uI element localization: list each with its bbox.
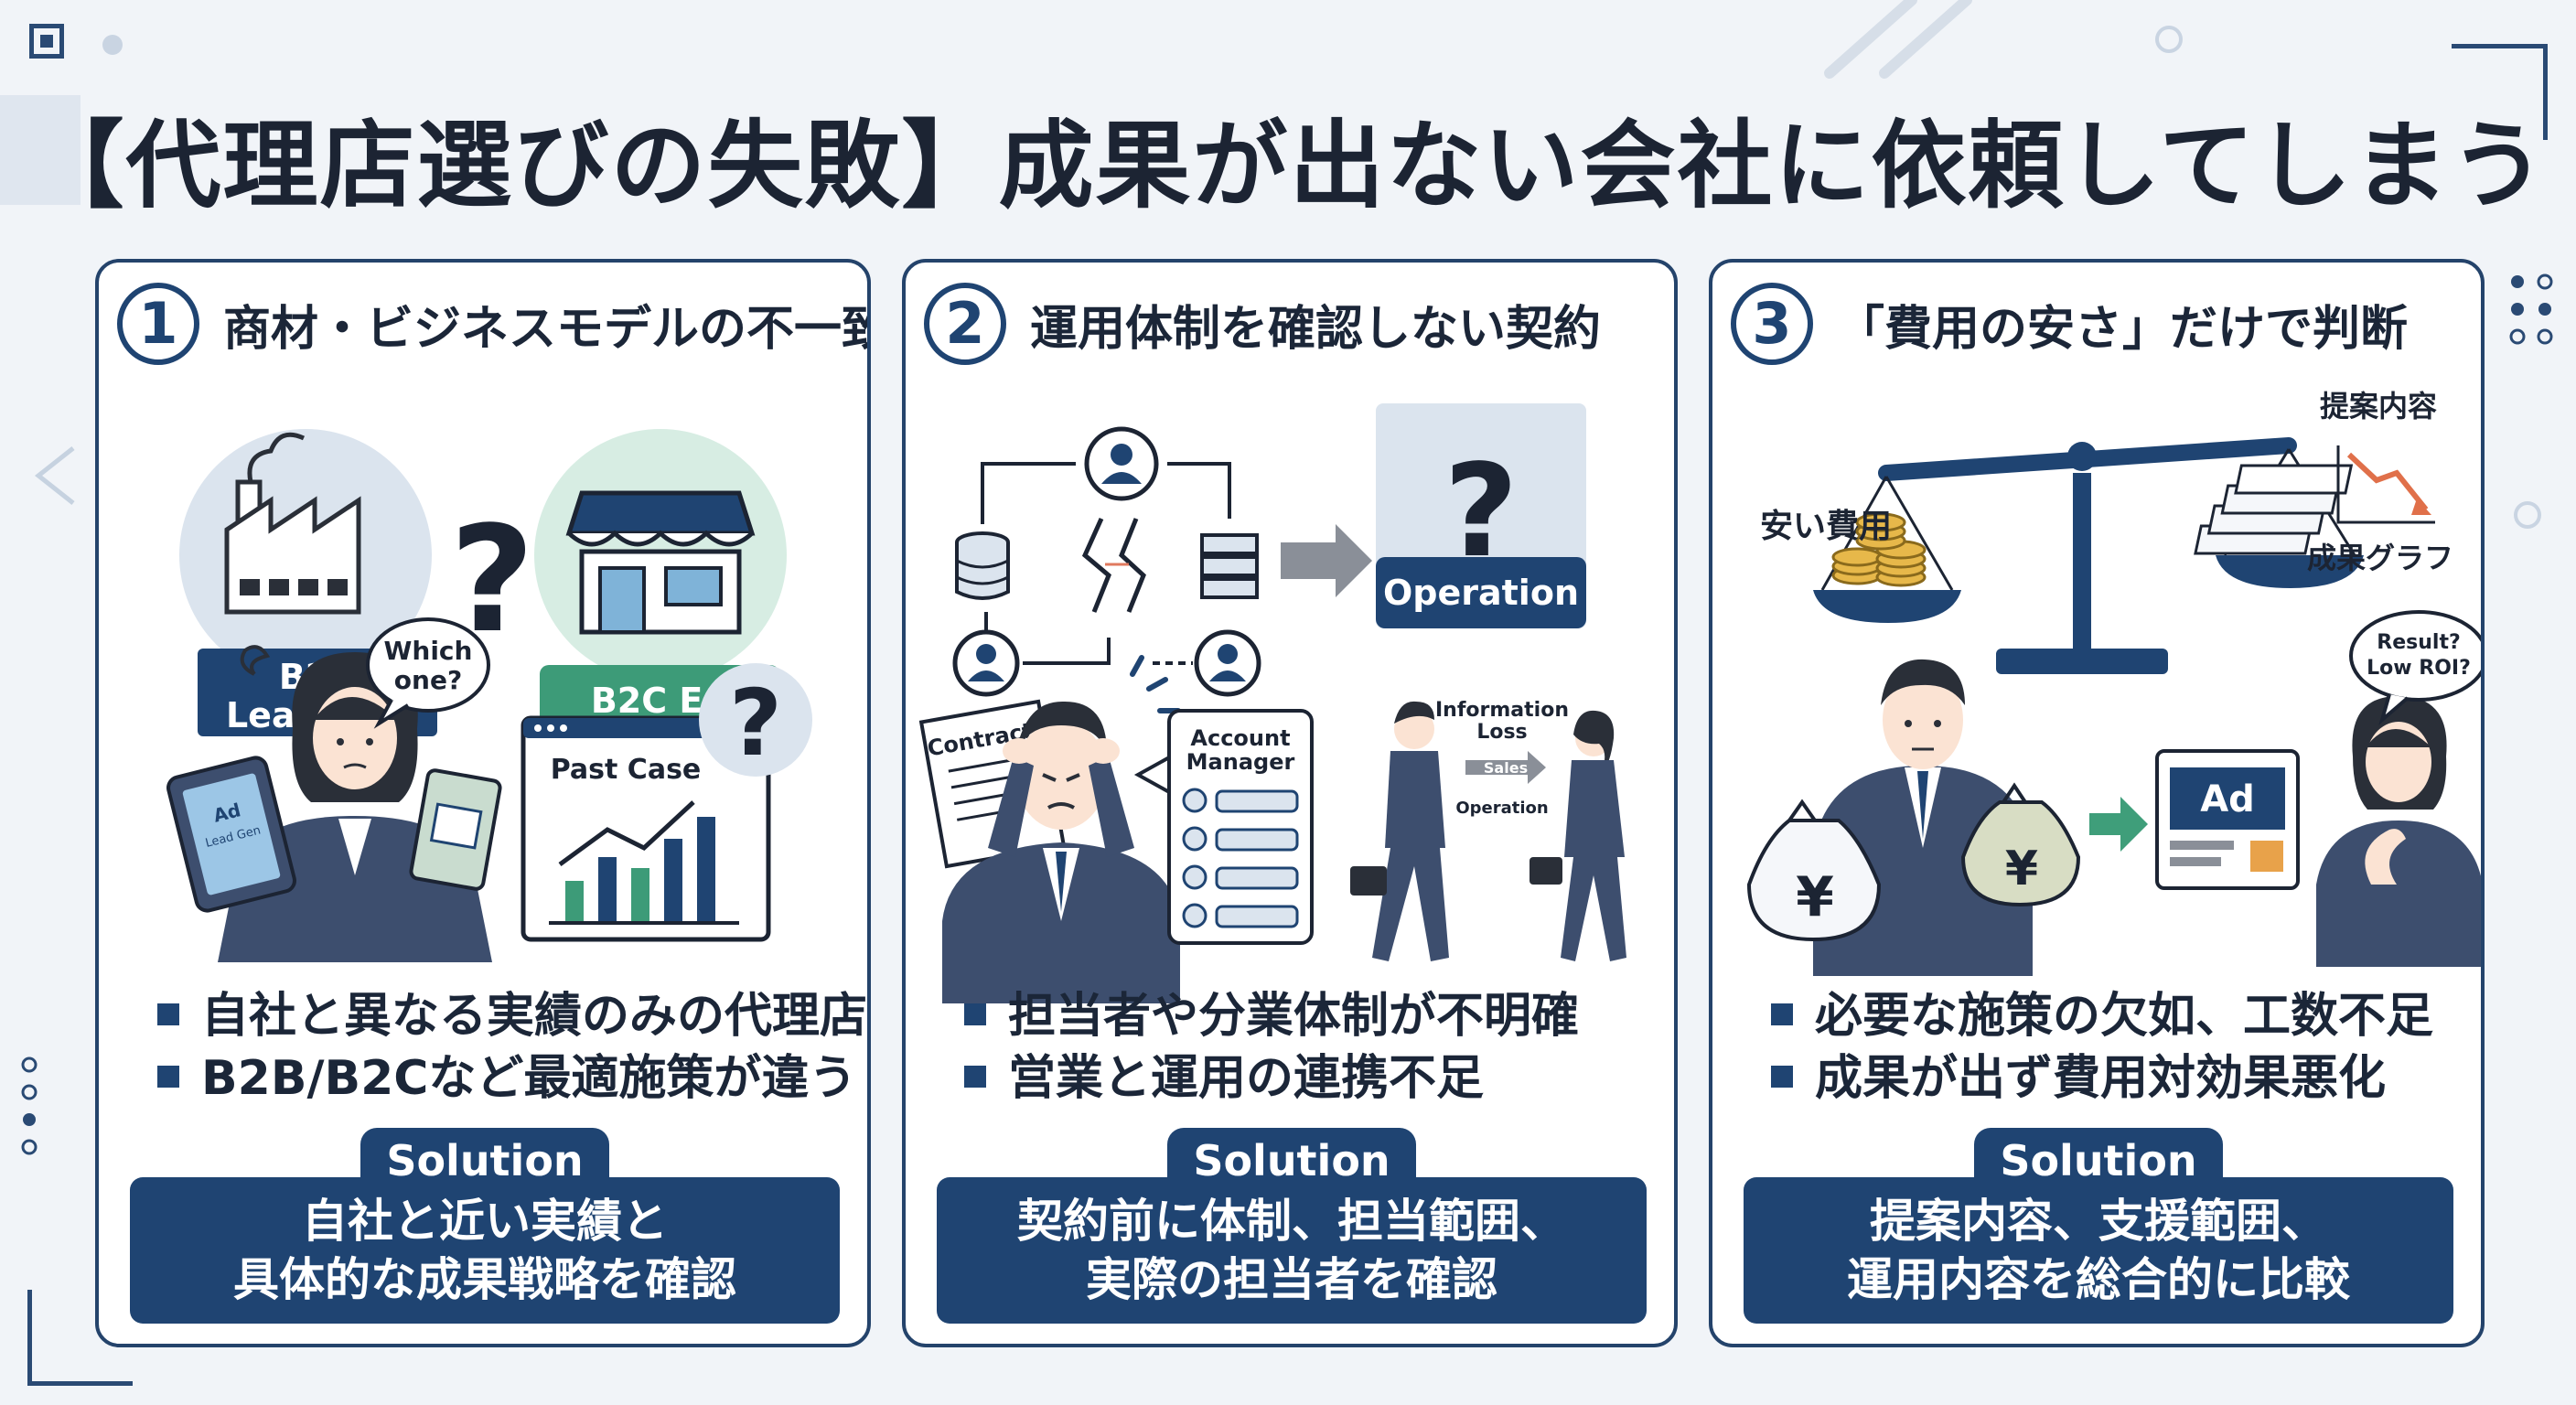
database-icon xyxy=(955,531,1010,600)
sales-label: Sales xyxy=(1484,759,1528,777)
yen-symbol: ¥ xyxy=(2005,842,2038,896)
bullet-item: B2B/B2Cなど最適施策が違う xyxy=(157,1047,856,1110)
stressed-man-icon xyxy=(942,655,1181,1003)
information-label: Information xyxy=(1435,699,1569,722)
broken-link-icon xyxy=(1081,517,1146,613)
arrow-right-icon xyxy=(2089,797,2148,852)
server-icon xyxy=(1200,533,1259,599)
panel-number-badge: 3 xyxy=(1731,283,1813,365)
panel-2: 2 運用体制を確認しない契約 xyxy=(902,259,1678,1347)
decor-dot xyxy=(102,35,123,55)
solution-box: 提案内容、支援範囲、 運用内容を総合的に比較 xyxy=(1744,1177,2453,1324)
ad-label: Ad xyxy=(2200,778,2255,820)
arrow-right-icon xyxy=(1281,524,1372,597)
businessman-icon xyxy=(1813,659,2033,976)
account-manager-card: Account Manager xyxy=(1167,709,1314,945)
money-bag-icon: ¥ xyxy=(1746,799,1882,942)
user-icon xyxy=(1194,629,1261,697)
speech-which: Which xyxy=(384,636,473,666)
bullet-item: 自社と異なる実績のみの代理店 xyxy=(157,985,867,1047)
panel-number-badge: 2 xyxy=(924,283,1006,365)
panel-heading: 商材・ビジネスモデルの不一致 xyxy=(223,302,871,357)
operation-label-box xyxy=(1376,557,1586,628)
cheap-cost-label: 安い費用 xyxy=(1760,508,1892,545)
documents-icon xyxy=(2194,464,2354,555)
result-question-label: Result? xyxy=(2377,631,2460,654)
speech-bubble: Result? Low ROI? xyxy=(2349,610,2481,725)
solution-line: 具体的な成果戦略を確認 xyxy=(233,1253,736,1306)
decor-lines xyxy=(1824,0,1972,79)
coins-icon xyxy=(1831,512,1927,587)
bullet-item: 成果が出ず費用対効果悪化 xyxy=(1771,1047,2466,1110)
loss-label: Loss xyxy=(1476,721,1527,744)
decor-block xyxy=(0,95,80,205)
panel-header: 1 商材・ビジネスモデルの不一致 xyxy=(113,283,867,365)
bar-chart-icon: Past Case xyxy=(521,715,771,942)
money-bag-icon: ¥ xyxy=(1960,782,2081,907)
panel-2-illustration: ? Operation Contract xyxy=(918,403,1626,1003)
panel-heading: 「費用の安さ」だけで判断 xyxy=(1837,302,2409,357)
operation-small-label: Operation xyxy=(1455,799,1548,818)
past-case-label: Past Case xyxy=(551,754,702,786)
solution-line: 契約前に体制、担当範囲、 xyxy=(1017,1195,1566,1248)
panel-header: 2 運用体制を確認しない契約 xyxy=(920,283,1670,365)
bullet-item: 必要な施策の欠如、工数不足 xyxy=(1771,985,2466,1047)
bullet-item: 営業と運用の連携不足 xyxy=(964,1047,1659,1110)
panel-1: 1 商材・ビジネスモデルの不一致 B2B Lead Gen ? B2C EC xyxy=(95,259,871,1347)
manager-label: Manager xyxy=(1186,749,1295,775)
bullet-list: 自社と異なる実績のみの代理店 B2B/B2Cなど最適施策が違う xyxy=(157,985,867,1110)
storefront-icon xyxy=(534,429,787,681)
proposal-label: 提案内容 xyxy=(2320,389,2437,424)
corner-bracket-icon xyxy=(27,1290,133,1386)
down-trend-icon xyxy=(2336,445,2435,524)
walking-people-icon: Information Loss Sales Operation xyxy=(1350,699,1626,961)
panel-3: 3 「費用の安さ」だけで判断 安い費用 提案内容 xyxy=(1709,259,2485,1347)
yen-symbol: ¥ xyxy=(1796,865,1834,929)
connector-lines xyxy=(981,462,1231,665)
corner-square-icon xyxy=(29,24,64,59)
result-graph-label: 成果グラフ xyxy=(2307,541,2453,575)
operation-label: Operation xyxy=(1383,573,1579,613)
bullet-list: 担当者や分業体制が不明確 営業と運用の連携不足 xyxy=(964,985,1659,1110)
tablet-icon: Ad Lead Gen xyxy=(166,756,296,913)
corner-bracket-icon xyxy=(2452,44,2548,140)
thinking-woman-icon xyxy=(2316,696,2481,967)
decor-circle xyxy=(2155,26,2183,53)
low-roi-label: Low ROI? xyxy=(2367,657,2471,680)
panel-header: 3 「費用の安さ」だけで判断 xyxy=(1727,283,2477,365)
decor-dots-grid xyxy=(2509,273,2553,345)
solution-box: 自社と近い実績と 具体的な成果戦略を確認 xyxy=(130,1177,840,1324)
decor-dots-column xyxy=(21,1056,38,1155)
speech-bubble xyxy=(1133,753,1173,797)
panel-1-illustration: B2B Lead Gen ? B2C EC Ad xyxy=(166,429,812,962)
solution-line: 実際の担当者を確認 xyxy=(1086,1253,1497,1306)
speech-bubble: Which one? xyxy=(366,617,490,729)
panel-heading: 運用体制を確認しない契約 xyxy=(1030,302,1602,357)
solution-line: 提案内容、支援範囲、 xyxy=(1870,1195,2327,1248)
speech-one: one? xyxy=(394,665,462,695)
decor-chevron xyxy=(34,446,75,505)
user-icon xyxy=(1084,426,1159,501)
solution-line: 運用内容を総合的に比較 xyxy=(1847,1253,2350,1306)
solution-box: 契約前に体制、担当範囲、 実際の担当者を確認 xyxy=(937,1177,1647,1324)
bullet-list: 必要な施策の欠如、工数不足 成果が出ず費用対効果悪化 xyxy=(1771,985,2466,1110)
user-icon xyxy=(952,629,1020,697)
phone-store-icon xyxy=(409,768,502,891)
account-label: Account xyxy=(1190,725,1290,751)
panel-3-illustration: 安い費用 提案内容 成果グラフ ¥ ¥ xyxy=(1746,389,2481,976)
question-bubble-icon: ? xyxy=(699,663,812,777)
solution-line: 自社と近い実績と xyxy=(302,1195,668,1248)
decor-circle xyxy=(2514,501,2541,529)
bullet-item: 担当者や分業体制が不明確 xyxy=(964,985,1659,1047)
factory-icon xyxy=(179,429,432,681)
panel-number-badge: 1 xyxy=(117,283,199,365)
page-title: 【代理店選びの失敗】成果が出ない会社に依頼してしまう xyxy=(28,110,2548,221)
balance-scale-icon xyxy=(1813,437,2364,674)
svg-text:?: ? xyxy=(729,670,782,777)
ad-screen-icon: Ad xyxy=(2155,749,2300,890)
